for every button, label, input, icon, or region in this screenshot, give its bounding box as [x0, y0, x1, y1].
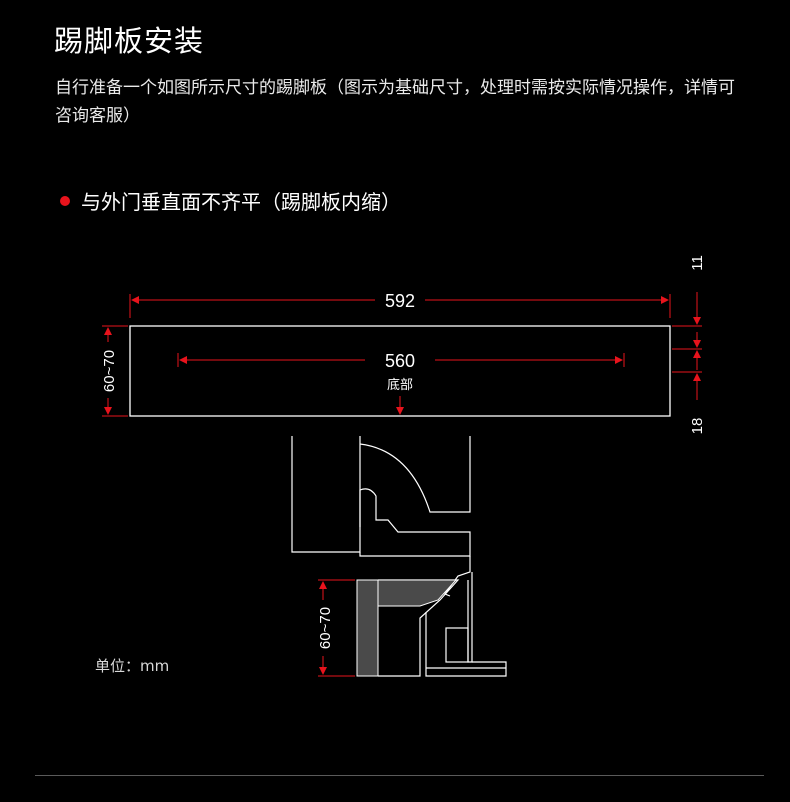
- inner-curve: [359, 488, 471, 545]
- cabinet-outline: [291, 436, 361, 553]
- offset-18-label: 18: [689, 418, 706, 435]
- dimension-592-label: 592: [385, 291, 415, 311]
- dimension-offsets-right: 11 18: [672, 255, 706, 434]
- unit-label: 单位：mm: [95, 657, 170, 675]
- door-curve: [359, 436, 471, 513]
- right-column-inner: [467, 572, 473, 663]
- dimension-height-side: 60~70: [317, 579, 355, 677]
- dimension-560-label: 560: [385, 351, 415, 371]
- dimension-height-left-label: 60~70: [101, 350, 118, 392]
- bottom-label: 底部: [387, 377, 413, 393]
- drawer-box: [445, 627, 469, 663]
- offset-11-label: 11: [689, 255, 706, 271]
- kick-board-side: [356, 579, 379, 677]
- lower-step: [359, 545, 471, 557]
- side-view: [291, 436, 507, 677]
- section-heading: 与外门垂直面不齐平（踢脚板内缩）: [60, 186, 401, 215]
- dimension-592: 592: [129, 291, 671, 318]
- top-view: 592 560 底部 60~70: [101, 255, 706, 434]
- dimension-height-side-label: 60~70: [317, 607, 334, 649]
- page-title: 踢脚板安装: [54, 24, 205, 58]
- bullet-dot-icon: [60, 195, 70, 206]
- bottom-divider: [35, 775, 764, 776]
- kick-board-outline: [129, 325, 671, 417]
- dimension-height-left: 60~70: [101, 325, 128, 417]
- section-heading-label: 与外门垂直面不齐平（踢脚板内缩）: [81, 190, 401, 214]
- right-column: [444, 556, 471, 597]
- support-inner: [425, 612, 507, 677]
- dimension-560: 560: [177, 351, 625, 371]
- description-text: 自行准备一个如图所示尺寸的踢脚板（图示为基础尺寸，处理时需按实际情况操作，详情可…: [55, 78, 735, 126]
- kick-board-top-fill: [377, 579, 458, 607]
